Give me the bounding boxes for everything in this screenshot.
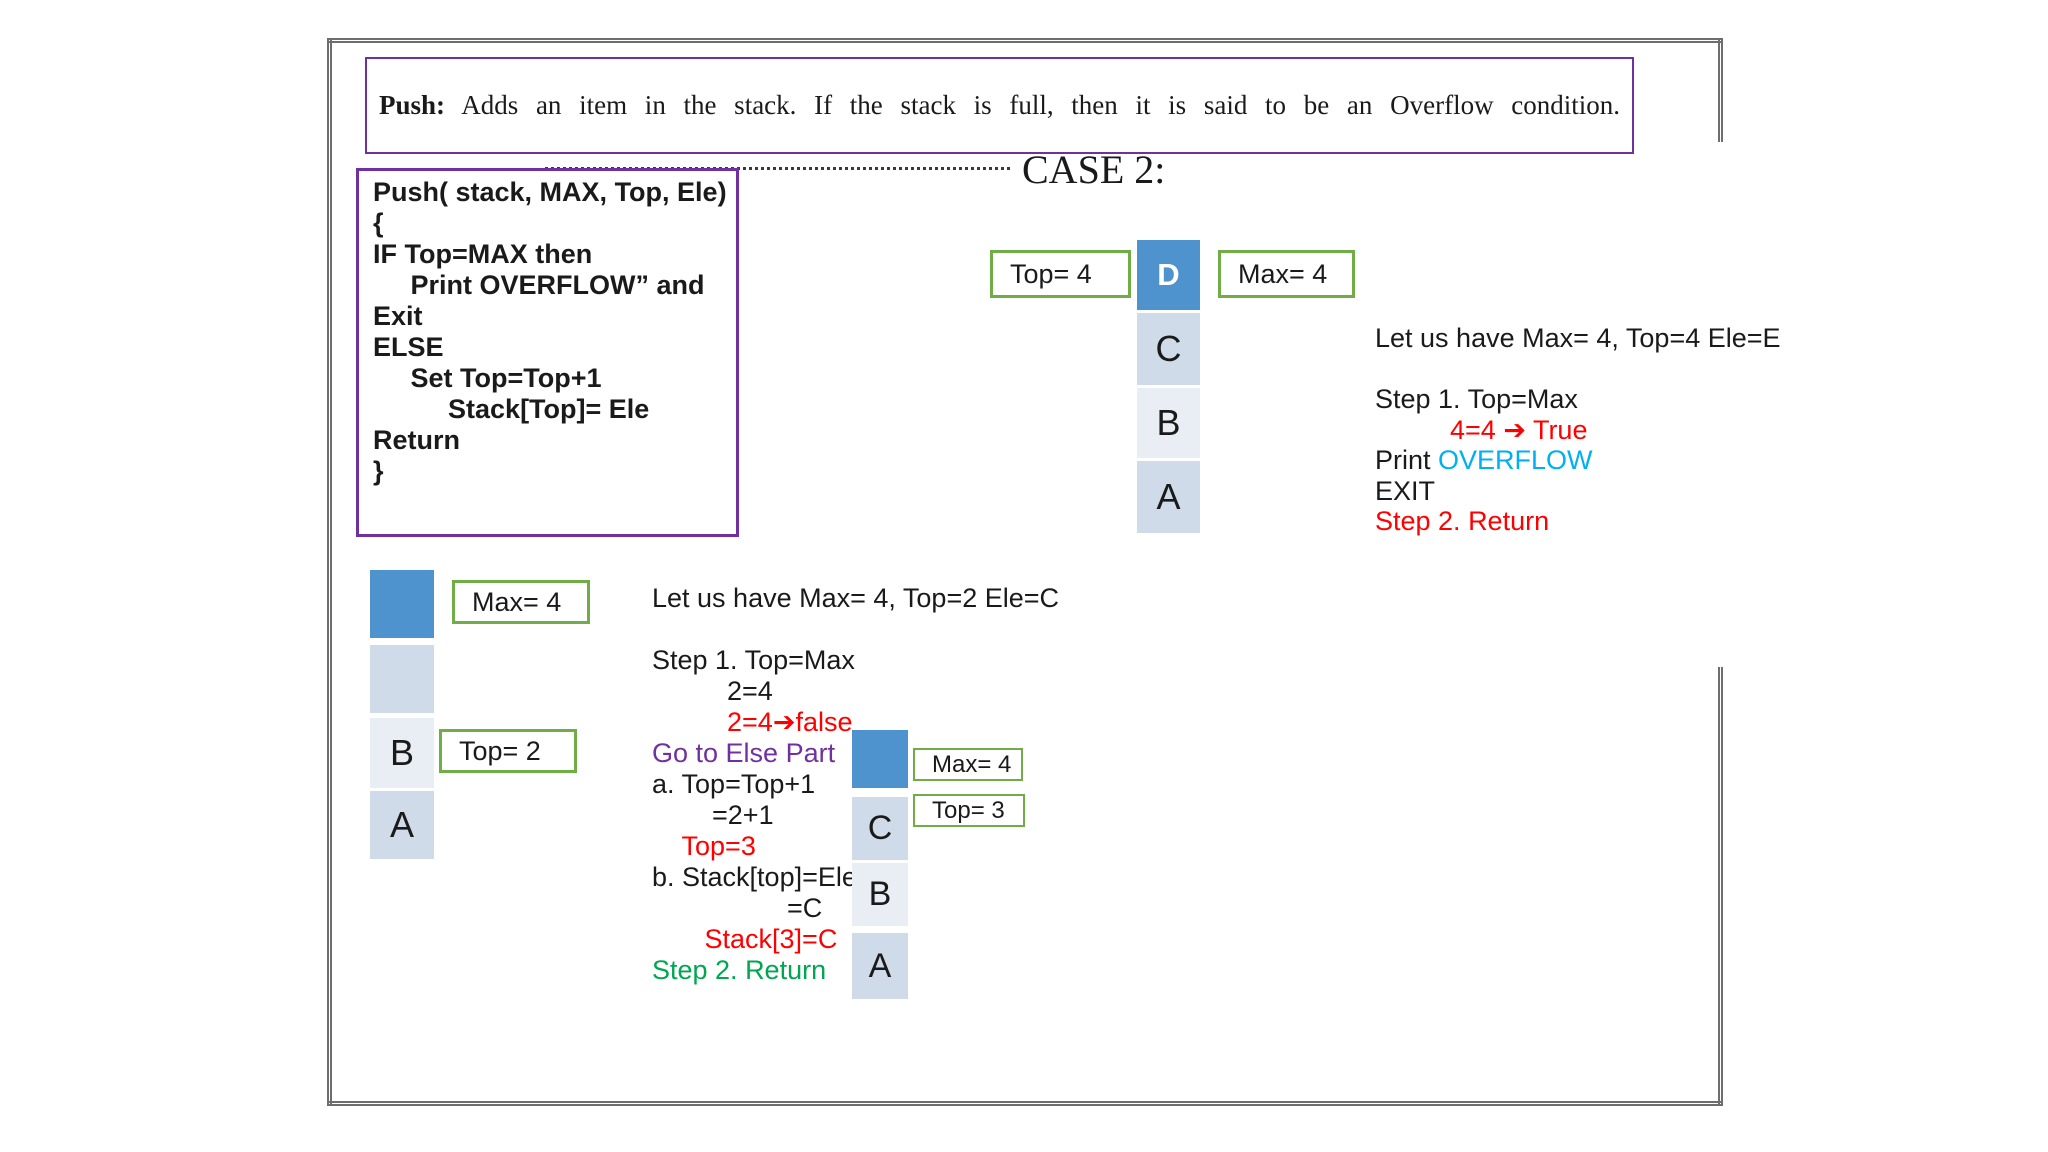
cell-letter: C — [867, 809, 893, 847]
text-line: =C — [652, 893, 823, 923]
result-top-label-text: Top= 3 — [932, 796, 1005, 824]
case1-stack-cell-a: A — [370, 791, 434, 859]
text-line: Print OVERFLOW — [1375, 445, 1593, 475]
case1-top-label-text: Top= 2 — [459, 735, 541, 766]
case2-stack-cell-a: A — [1137, 461, 1200, 533]
result-stack-cell-b: B — [852, 863, 908, 926]
case2-top-label-text: Top= 4 — [1010, 258, 1092, 289]
text-line — [1375, 354, 1781, 385]
result-stack-cell-4 — [852, 730, 908, 788]
text-line: Print OVERFLOW” and — [373, 270, 705, 300]
text-line: IF Top=MAX then — [373, 239, 593, 269]
push-definition-body: Adds an item in the stack. If the stack … — [461, 90, 1620, 120]
text-line: Exit — [373, 301, 423, 331]
cell-letter: B — [1156, 402, 1181, 443]
pseudocode-lines: Push( stack, MAX, Top, Ele){IF Top=MAX t… — [373, 177, 736, 487]
text-line: Step 1. Top=Max — [1375, 384, 1578, 414]
text-line: } — [373, 456, 384, 486]
text-line: 2=4 — [652, 676, 773, 706]
result-top-label: Top= 3 — [913, 794, 1025, 827]
result-max-label: Max= 4 — [913, 748, 1023, 781]
case1-top-label: Top= 2 — [439, 729, 577, 773]
cell-letter: A — [1156, 476, 1181, 517]
case-title: CASE 2: — [1022, 147, 1166, 192]
result-stack-cell-c: C — [852, 797, 908, 860]
case1-stack-cell-3 — [370, 645, 434, 713]
text-line — [652, 614, 1059, 645]
case2-stack-cell-b: B — [1137, 388, 1200, 458]
text-line: Stack[Top]= Ele — [373, 394, 650, 424]
case2-max-label: Max= 4 — [1218, 250, 1355, 298]
text-line: b. Stack[top]=Ele — [652, 862, 857, 892]
text-line: { — [373, 208, 384, 238]
text-line: 2=4➔false — [652, 707, 853, 737]
case2-steps: Let us have Max= 4, Top=4 Ele=E Step 1. … — [1375, 323, 1781, 537]
case1-stack-cell-b: B — [370, 718, 434, 788]
case2-stack-cell-d: D — [1137, 240, 1200, 310]
result-stack-cell-a: A — [852, 933, 908, 999]
cell-letter: A — [389, 804, 414, 845]
slide-border-right-upper — [1718, 38, 1723, 142]
text-line: 4=4 ➔ True — [1375, 414, 1588, 445]
text-line: =2+1 — [652, 800, 774, 830]
cell-letter: D — [1157, 257, 1180, 292]
push-definition-text: Push: Adds an item in the stack. If the … — [367, 90, 1632, 121]
dotted-divider — [545, 167, 1010, 170]
text-line: Let us have Max= 4, Top=2 Ele=C — [652, 583, 1060, 613]
slide-border-bottom — [327, 1101, 1723, 1106]
text-line: Step 1. Top=Max — [652, 645, 855, 675]
slide-border-top — [327, 38, 1723, 43]
case1-max-label-text: Max= 4 — [472, 586, 562, 617]
text-line: Set Top=Top+1 — [373, 363, 602, 393]
case2-stack-cell-c: C — [1137, 313, 1200, 385]
cell-letter: A — [868, 946, 892, 985]
text-line: Step 2. Return — [1375, 506, 1550, 536]
text-line: Let us have Max= 4, Top=4 Ele=E — [1375, 323, 1781, 353]
case1-stack-cell-4 — [370, 570, 434, 638]
text-line: ELSE — [373, 332, 444, 362]
cell-letter: C — [1155, 328, 1182, 369]
push-definition-box: Push: Adds an item in the stack. If the … — [365, 57, 1634, 154]
result-max-label-text: Max= 4 — [932, 750, 1012, 778]
slide-border-right-lower — [1718, 667, 1723, 1106]
push-definition-term: Push: — [379, 90, 446, 120]
text-line: Go to Else Part — [652, 738, 836, 768]
slide-border-left — [327, 38, 332, 1106]
text-line: Top=3 — [652, 831, 756, 861]
cell-letter: B — [389, 732, 414, 773]
text-line: Step 2. Return — [652, 955, 827, 985]
case2-max-label-text: Max= 4 — [1238, 258, 1328, 289]
case2-top-label: Top= 4 — [990, 250, 1131, 298]
text-line: EXIT — [1375, 475, 1436, 506]
text-line: Return — [373, 425, 460, 455]
pseudocode-box: Push( stack, MAX, Top, Ele){IF Top=MAX t… — [356, 168, 739, 537]
cell-letter: B — [868, 875, 892, 913]
text-line: Push( stack, MAX, Top, Ele) — [373, 177, 727, 207]
text-line: a. Top=Top+1 — [652, 769, 816, 799]
text-line: Stack[3]=C — [652, 924, 838, 954]
case1-max-label: Max= 4 — [452, 580, 590, 624]
case1-steps: Let us have Max= 4, Top=2 Ele=C Step 1. … — [652, 583, 1059, 986]
